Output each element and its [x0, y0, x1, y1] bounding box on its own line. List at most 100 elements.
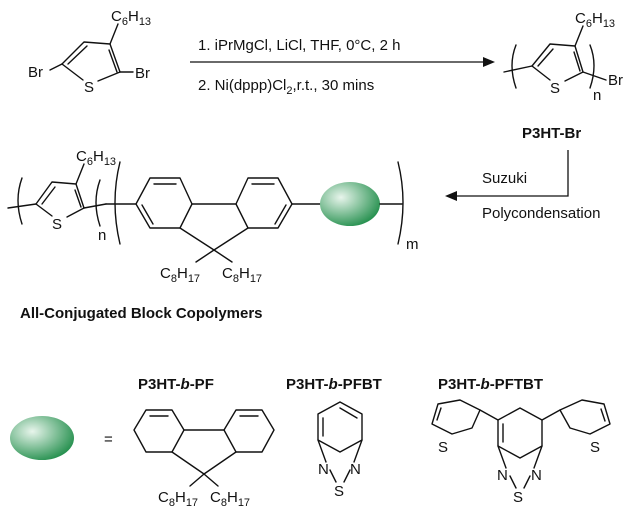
legend-btd-n-right: N: [350, 461, 361, 478]
legend-btd-n-s-right: [343, 469, 351, 483]
copolymer-bracket-m-right: [397, 161, 404, 245]
copolymer-thiophene-backbone: [35, 181, 85, 209]
copolymer-bracket-n-right: [95, 179, 101, 227]
legend-dtbt-n-s-right: [523, 475, 531, 489]
legend-thiophene-right-double: [600, 408, 606, 422]
block-copolymer: S C6H13 n C8H17 C8H17 m: [7, 148, 419, 285]
bracket-right: [589, 44, 595, 89]
label-p3ht-b-pf: P3HT-b-PF: [138, 376, 214, 393]
copolymer-bracket-n-left: [17, 177, 23, 225]
double-bond-inner: [67, 45, 88, 65]
copolymer-hexyl-label: C6H13: [76, 148, 116, 168]
p3ht-hexyl-label: C6H13: [575, 10, 615, 30]
legend-thiophene-left-double: [436, 407, 442, 421]
legend-fluorene-c9-left: [171, 451, 205, 475]
p3ht-double-1: [537, 48, 554, 67]
copolymer-n: n: [98, 227, 106, 244]
legend-btd-c-n-left: [317, 439, 327, 463]
legend-dtbt-link-right: [541, 409, 561, 421]
p3ht-to-hexyl: [574, 25, 584, 47]
p3ht-sulfur: S: [550, 80, 560, 97]
legend-btd-c-n-right: [353, 439, 363, 463]
fluorene-left-ring: [135, 177, 193, 229]
double-bond-inner-2: [108, 49, 118, 73]
legend-octyl-bond-left: [189, 473, 205, 487]
legend-thiophene-left-ring: [431, 399, 481, 435]
p3ht-br: S n Br C6H13 P3HT-Br: [503, 10, 623, 142]
legend-ellipse: [10, 416, 74, 460]
octyl-bond-left: [195, 249, 215, 263]
copolymer-chain-start: [7, 203, 37, 209]
legend-dtbt-s: S: [513, 489, 523, 506]
bromine-right: Br: [135, 65, 150, 82]
copolymer-link-1: [83, 203, 107, 209]
legend-dtbt-benzene: [497, 407, 543, 459]
reaction-arrow-2: [455, 150, 569, 197]
legend-thiophene-right-s: S: [590, 439, 600, 456]
label-p3ht-b-pftbt: P3HT-b-PFTBT: [438, 376, 543, 393]
fluorene-right-double-2: [274, 204, 287, 225]
bond-to-br-left: [49, 63, 63, 71]
copolymer-sulfur: S: [52, 216, 62, 233]
hexyl-label: C6H13: [111, 8, 151, 28]
thiophene-backbone: [61, 41, 121, 73]
reaction-arrow-1-head: [483, 57, 495, 67]
legend-btd-n-left: N: [318, 461, 329, 478]
reaction-arrow-2-head: [445, 191, 457, 201]
p3ht-double-2: [573, 51, 581, 72]
p3ht-ring-backbone: [531, 43, 584, 73]
copolymer-c-s-left: [35, 203, 53, 217]
copolymer-thiophene-double-1: [41, 186, 56, 205]
fluorene-c9-right: [213, 227, 249, 251]
legend-btd-s: S: [334, 483, 344, 500]
legend-thiophene-left-s: S: [438, 439, 448, 456]
legend-octyl-bond-right: [203, 473, 219, 487]
legend-btd-n-s-left: [329, 469, 337, 483]
legend-btd-benzene: [317, 401, 363, 453]
legend-dtbt-c-n-right: [533, 445, 543, 469]
p3ht-br-name: P3HT-Br: [522, 125, 581, 142]
legend-dtbt-n-right: N: [531, 467, 542, 484]
bond-to-hexyl: [109, 23, 119, 45]
bond-c-s-left: [61, 63, 84, 81]
label-p3ht-b-pfbt: P3HT-b-PFBT: [286, 376, 382, 393]
bond-to-br-end: [582, 71, 607, 81]
copolymer-octyl-left: C8H17: [160, 265, 200, 285]
legend-dtbt-n-left: N: [497, 467, 508, 484]
fluorene-right-ring: [235, 177, 293, 229]
legend-dtbt-n-s-left: [509, 475, 517, 489]
bromine-left: Br: [28, 64, 43, 81]
sulfur-atom: S: [84, 79, 94, 96]
copolymer-to-hexyl: [75, 163, 85, 185]
p3ht-c-s-right: [564, 71, 584, 82]
step2-condition-1: Suzuki: [482, 170, 527, 187]
copolymer-bracket-m-left: [114, 161, 121, 245]
step1-condition-2: 2. Ni(dppp)Cl2,r.t., 30 mins: [198, 77, 374, 97]
step2-condition-2: Polycondensation: [482, 205, 600, 222]
legend-octyl-right: C8H17: [210, 489, 250, 509]
fluorene-c9-left: [179, 227, 215, 251]
p3ht-n: n: [593, 87, 601, 104]
acceptor-legend: = P3HT-b-PF P3HT-b-PFBT P3HT-b-PFTBT C8H…: [10, 376, 611, 509]
step1-condition-1: 1. iPrMgCl, LiCl, THF, 0°C, 2 h: [198, 37, 400, 54]
legend-dtbt-c-n-left: [497, 445, 507, 469]
legend-btd-double-1: [339, 407, 358, 419]
chain-bond-left: [503, 65, 533, 73]
legend-fluorene-c9-right: [203, 451, 237, 475]
legend-dtbt-link-left: [479, 409, 499, 421]
copolymer-m: m: [406, 236, 419, 253]
legend-octyl-left: C8H17: [158, 489, 198, 509]
bond-c-s-right: [97, 71, 121, 82]
fluorene-left-double-2: [141, 204, 154, 225]
acceptor-ellipse: [320, 182, 380, 226]
p3ht-c-s-left: [531, 65, 551, 81]
legend-thiophene-right-ring: [559, 399, 611, 435]
legend-equals: =: [104, 431, 113, 448]
copolymer-thiophene-double-2: [74, 189, 82, 208]
copolymer-octyl-right: C8H17: [222, 265, 262, 285]
dibromothiophene: S Br Br C6H13: [28, 8, 151, 96]
p3ht-br-end: Br: [608, 72, 623, 89]
copolymer-caption: All-Conjugated Block Copolymers: [20, 305, 263, 322]
bracket-left: [511, 44, 517, 89]
